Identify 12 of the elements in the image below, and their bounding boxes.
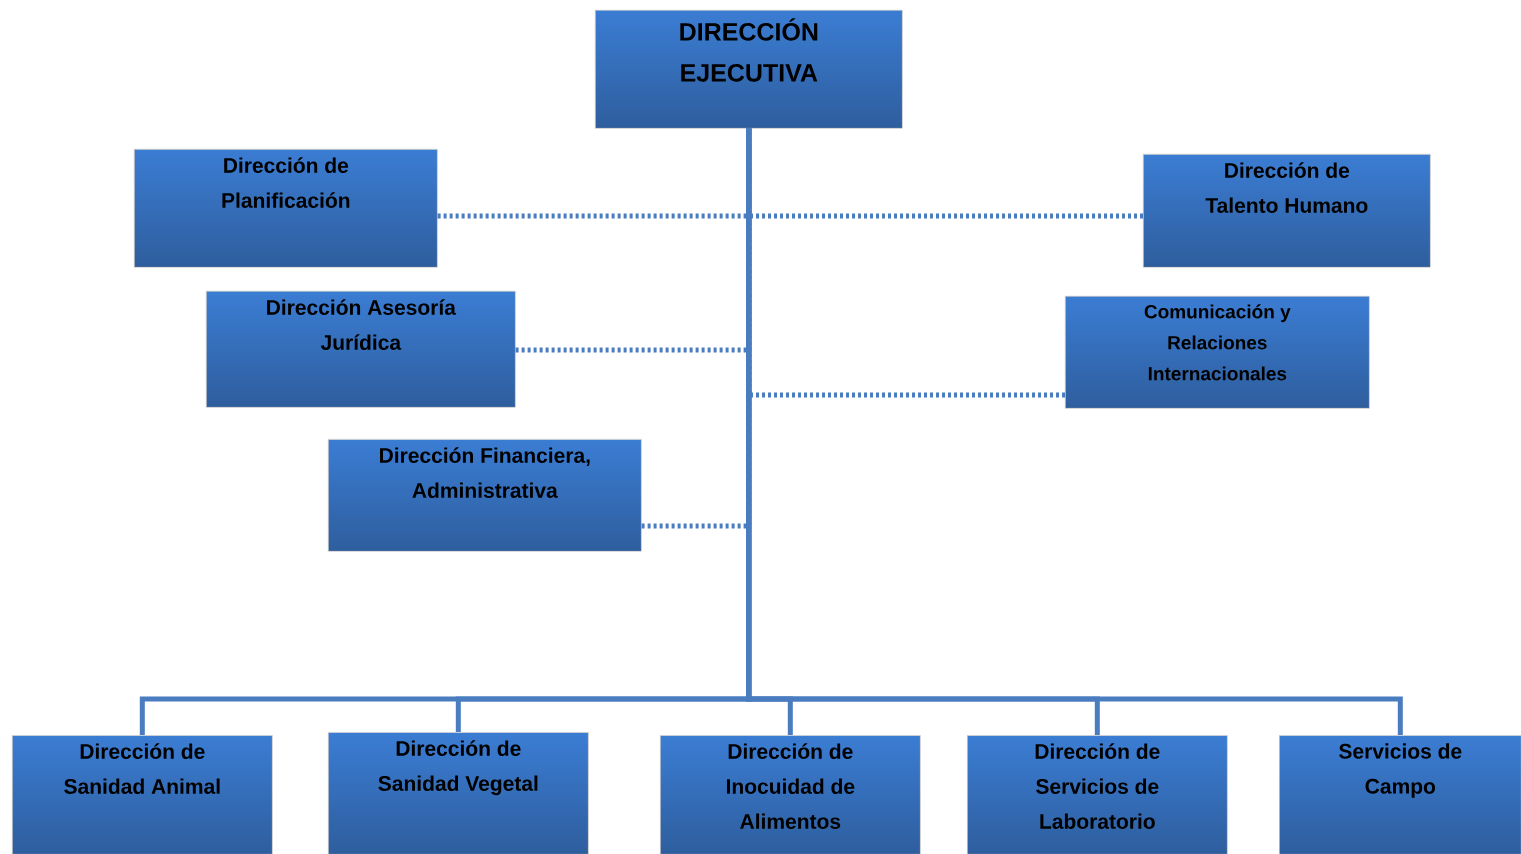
- org-box: Servicios de Campo: [1279, 735, 1521, 854]
- org-box: Dirección de Servicios de Laboratorio: [967, 735, 1228, 854]
- org-box: Dirección de Inocuidad de Alimentos: [660, 735, 921, 854]
- connector-line: [746, 128, 1403, 735]
- org-box: Dirección de Talento Humano: [1143, 154, 1431, 268]
- org-box: Comunicación y Relaciones Internacionales: [1065, 296, 1370, 409]
- org-box: Dirección Financiera, Administrativa: [328, 439, 642, 552]
- org-box: DIRECCIÓN EJECUTIVA: [595, 10, 903, 129]
- org-box: Dirección de Sanidad Animal: [12, 735, 273, 854]
- org-box: Dirección de Planificación: [134, 149, 438, 268]
- org-box: Dirección de Sanidad Vegetal: [328, 732, 589, 854]
- org-box: Dirección Asesoría Jurídica: [206, 291, 516, 408]
